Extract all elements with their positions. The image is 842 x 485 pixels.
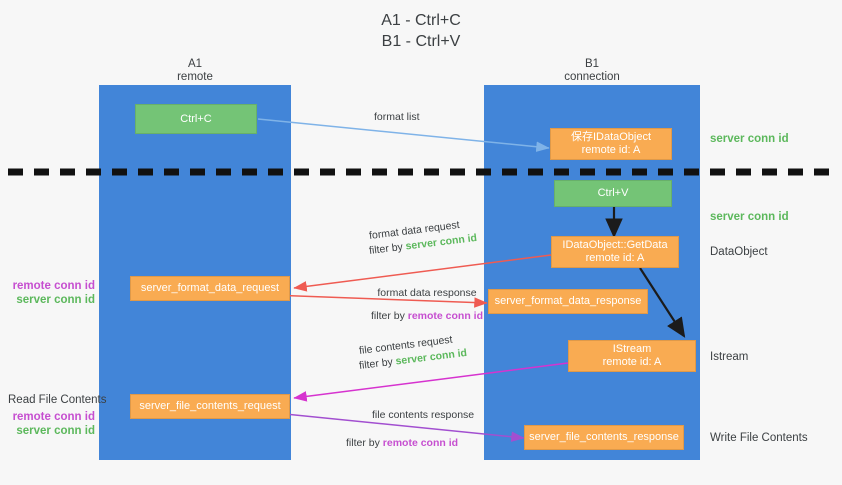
box-ctrl-v[interactable]: Ctrl+V bbox=[554, 180, 672, 207]
edge-label-format-list: format list bbox=[374, 111, 420, 123]
column-header-a1: A1 remote bbox=[177, 58, 213, 83]
file-contents-request-filter-prefix: filter by bbox=[358, 355, 397, 373]
column-header-b1: B1 connection bbox=[564, 58, 620, 83]
box-istream[interactable]: IStream remote id: A bbox=[568, 340, 696, 372]
file-contents-response-text: file contents response bbox=[372, 409, 475, 421]
annotation-server-conn-id-top: server conn id bbox=[710, 133, 789, 145]
box-idataobject-getdata[interactable]: IDataObject::GetData remote id: A bbox=[551, 236, 679, 268]
box-server-file-contents-response[interactable]: server_file_contents_response bbox=[524, 425, 684, 450]
box-server-file-contents-request[interactable]: server_file_contents_request bbox=[130, 394, 290, 419]
file-contents-response-filter-value: remote conn id bbox=[382, 437, 459, 449]
edge-label-file-contents-request: file contents request filter by server c… bbox=[358, 334, 469, 373]
format-data-response-text: format data response bbox=[377, 287, 477, 299]
format-data-request-filter-prefix: filter by bbox=[368, 240, 407, 258]
page-title: A1 - Ctrl+C B1 - Ctrl+V bbox=[381, 12, 461, 50]
edge-label-format-data-request: format data request filter by server con… bbox=[368, 219, 479, 258]
annotation-left-conn-ids-2: remote conn id server conn id bbox=[10, 410, 95, 438]
file-contents-response-filter-prefix: filter by bbox=[346, 437, 383, 449]
left-server-conn-id-1: server conn id bbox=[16, 294, 95, 306]
edge-label-format-data-response: format data response filter by remote co… bbox=[337, 286, 517, 323]
box-server-format-data-request[interactable]: server_format_data_request bbox=[130, 276, 290, 301]
annotation-istream: Istream bbox=[710, 351, 749, 363]
left-remote-conn-id-1: remote conn id bbox=[12, 280, 95, 292]
format-data-response-filter-prefix: filter by bbox=[370, 310, 408, 322]
left-server-conn-id-2: server conn id bbox=[16, 425, 95, 437]
annotation-write-file-contents: Write File Contents bbox=[710, 432, 808, 444]
edge-label-file-contents-response: file contents response filter by remote … bbox=[346, 408, 475, 450]
format-data-response-filter-value: remote conn id bbox=[407, 310, 484, 322]
left-remote-conn-id-2: remote conn id bbox=[12, 411, 95, 423]
box-ctrl-c[interactable]: Ctrl+C bbox=[135, 104, 257, 134]
annotation-dataobject: DataObject bbox=[710, 246, 768, 258]
annotation-left-conn-ids-1: remote conn id server conn id bbox=[10, 279, 95, 307]
annotation-read-file-contents: Read File Contents bbox=[8, 394, 107, 406]
annotation-server-conn-id-mid: server conn id bbox=[710, 211, 789, 223]
box-save-idataobject[interactable]: 保存IDataObject remote id: A bbox=[550, 128, 672, 160]
box-server-format-data-response[interactable]: server_format_data_response bbox=[488, 289, 648, 314]
